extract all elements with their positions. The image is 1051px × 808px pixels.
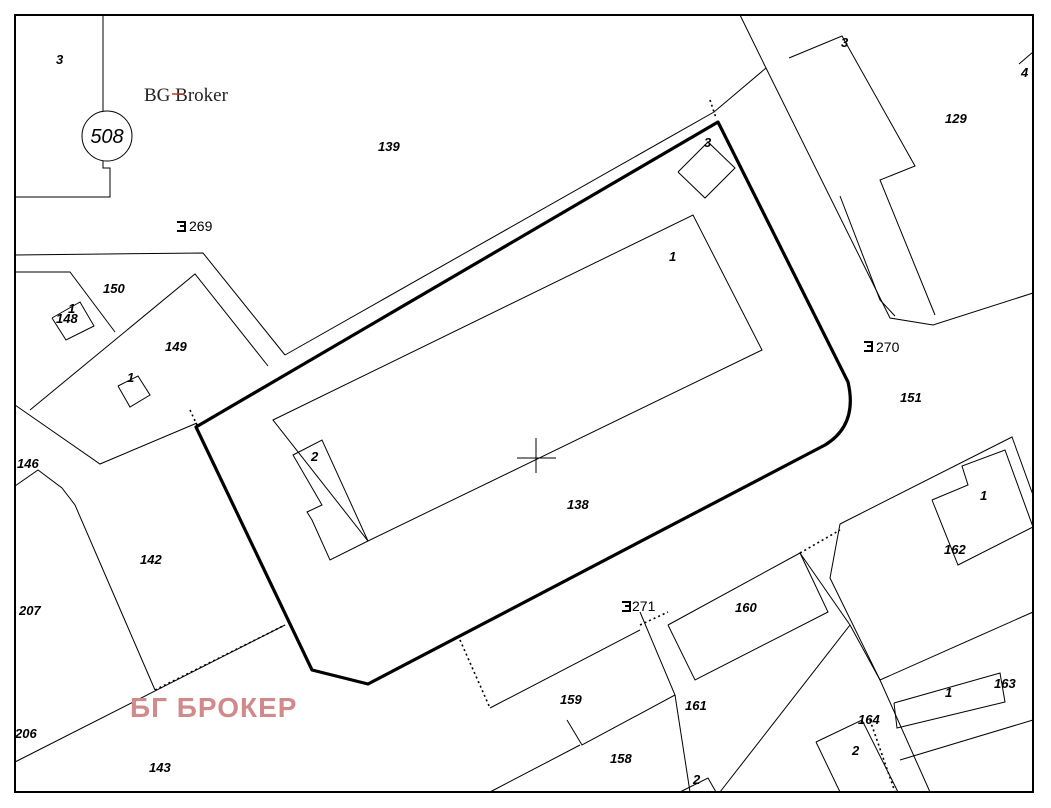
building-label: 4 [1020, 65, 1029, 80]
plot-label: 129 [945, 111, 967, 126]
watermark: БГ БРОКЕР [130, 692, 297, 723]
crosshair-icon [517, 438, 556, 473]
svg-text:271: 271 [632, 598, 656, 614]
svg-text:269: 269 [189, 218, 213, 234]
plot-label: 143 [149, 760, 171, 775]
map-frame [14, 14, 1034, 793]
plot-label: 160 [735, 600, 757, 615]
plot-label: 158 [610, 751, 632, 766]
survey-marker-icon [622, 601, 631, 612]
plot-label: 159 [560, 692, 582, 707]
plot-label: 207 [18, 603, 41, 618]
plot-label: 138 [567, 497, 589, 512]
logo-text: BG Broker [144, 85, 229, 106]
survey-point-270: 270 [864, 339, 900, 355]
plot-label: 150 [103, 281, 125, 296]
building-label: 1 [669, 249, 676, 264]
plot-label: 161 [685, 698, 707, 713]
survey-point-271: 271 [622, 598, 656, 614]
plot-label: 148 [56, 311, 78, 326]
building-label: 3 [841, 35, 849, 50]
building-labels: 3 3 4 3 1 2 1 1 1 1 2 2 [56, 35, 1029, 787]
building-label: 1 [127, 370, 134, 385]
plot-label: 206 [14, 726, 37, 741]
building-label: 1 [68, 301, 75, 316]
highlighted-parcel-138[interactable] [194, 120, 852, 686]
plot-boundaries [14, 14, 1034, 793]
building-label: 1 [945, 685, 952, 700]
building-label: 2 [692, 772, 701, 787]
building-label: 2 [851, 743, 860, 758]
dotted-boundaries [154, 99, 896, 793]
building-label: 3 [704, 135, 712, 150]
plot-label: 149 [165, 339, 187, 354]
plot-label: 142 [140, 552, 162, 567]
building-label: 1 [980, 488, 987, 503]
survey-marker-icon [864, 341, 873, 352]
plot-label: 151 [900, 390, 922, 405]
survey-point-269: 269 [177, 218, 213, 234]
plot-label: 164 [858, 712, 880, 727]
building-label: 2 [310, 449, 319, 464]
survey-marker-icon [177, 221, 186, 232]
svg-text:270: 270 [876, 339, 900, 355]
plot-label: 163 [994, 676, 1016, 691]
building-label: 3 [56, 52, 64, 67]
plot-label: 139 [378, 139, 400, 154]
sheet-number: 508 [90, 126, 123, 148]
plot-labels: 139 138 129 150 149 148 151 146 142 207 … [14, 111, 1016, 775]
sheet-number-circle [81, 110, 133, 162]
plot-label: 162 [944, 542, 966, 557]
plot-label: 146 [17, 456, 39, 471]
